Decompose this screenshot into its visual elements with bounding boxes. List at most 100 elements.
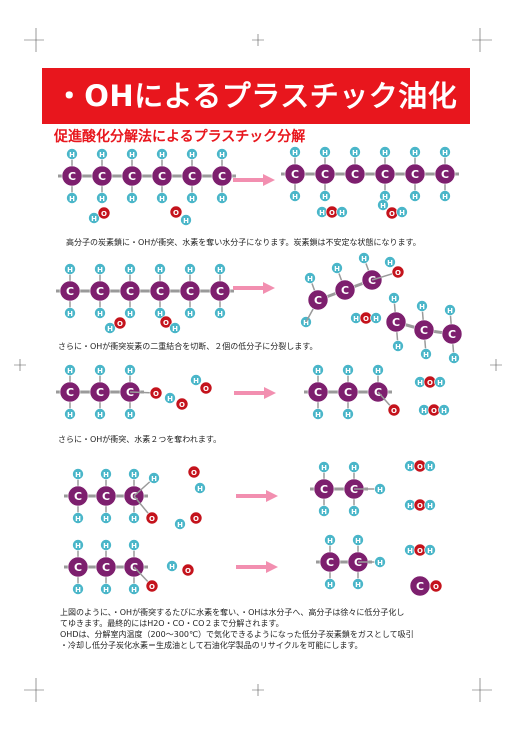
hydrogen-label: H	[75, 515, 81, 523]
hydrogen-atom	[154, 307, 166, 319]
carbon-atom	[67, 556, 89, 578]
summary-line-1: 上図のように、・OHが衝突するたびに水素を奪い、・OHは水分子へ、高分子は徐々に…	[60, 608, 405, 617]
hydrogen-atom	[312, 408, 324, 420]
hydrogen-label: H	[377, 559, 383, 567]
oxygen-atom	[175, 397, 189, 411]
oxygen-label: O	[433, 583, 439, 591]
oxygen-label: O	[117, 320, 123, 328]
hydrogen-atom	[377, 199, 389, 211]
hydrogen-atom	[64, 364, 76, 376]
caption-2: さらに・OHが衝突炭素の二重結合を切断、２個の低分子に分裂します。	[58, 342, 318, 351]
hydrogen-atom	[169, 322, 181, 334]
hydrogen-atom	[319, 146, 331, 158]
crop-mark-icon	[24, 28, 44, 52]
hydrogen-atom	[184, 263, 196, 275]
hydrogen-atom	[392, 340, 404, 352]
hydrogen-atom	[100, 583, 112, 595]
hydrogen-label: H	[407, 502, 413, 510]
carbon-label: C	[448, 328, 456, 341]
hydrogen-atom	[384, 256, 396, 268]
hydrogen-atom	[128, 539, 140, 551]
carbon-label: C	[96, 285, 104, 298]
hydrogen-atom	[128, 468, 140, 480]
hydrogen-label: H	[103, 586, 109, 594]
carbon-atom	[314, 163, 336, 185]
hydrogen-label: H	[447, 307, 453, 315]
hydrogen-atom	[164, 392, 176, 404]
hydrogen-label: H	[412, 193, 418, 201]
hydrogen-label: H	[442, 193, 448, 201]
hydrogen-atom	[124, 364, 136, 376]
carbon-label: C	[392, 316, 400, 329]
carbon-atom	[334, 279, 356, 301]
hydrogen-label: H	[217, 266, 223, 274]
carbon-atom	[284, 163, 306, 185]
hydrogen-atom	[324, 534, 336, 546]
hydrogen-label: H	[391, 295, 397, 303]
oxygen-atom	[159, 315, 173, 329]
hydrogen-atom	[370, 312, 382, 324]
hydrogen-label: H	[421, 407, 427, 415]
carbon-atom	[151, 165, 173, 187]
hydrogen-atom	[94, 364, 106, 376]
hydrogen-atom	[439, 146, 451, 158]
oxygen-label: O	[417, 502, 423, 510]
hydrogen-label: H	[315, 367, 321, 375]
carbon-label: C	[341, 284, 349, 297]
carbon-atom	[121, 165, 143, 187]
hydrogen-atom	[388, 292, 400, 304]
hydrogen-label: H	[437, 379, 443, 387]
hydrogen-atom	[318, 461, 330, 473]
carbon-label: C	[314, 386, 322, 399]
hydrogen-label: H	[189, 151, 195, 159]
hydrogen-label: H	[321, 464, 327, 472]
oxygen-atom	[181, 563, 195, 577]
hydrogen-label: H	[97, 266, 103, 274]
caption-3: さらに・OHが衝突、水素２つを奪われます。	[58, 435, 222, 444]
hydrogen-label: H	[129, 195, 135, 203]
hydrogen-atom	[174, 518, 186, 530]
hydrogen-atom	[289, 146, 301, 158]
caption-1: 高分子の炭素鎖に・OHが衝突、水素を奪い水分子になります。炭素鎖は不安定な状態に…	[66, 238, 421, 247]
hydrogen-label: H	[351, 508, 357, 516]
hydrogen-atom	[342, 364, 354, 376]
hydrogen-atom	[194, 482, 206, 494]
hydrogen-atom	[424, 499, 436, 511]
carbon-atom	[337, 381, 359, 403]
carbon-atom	[89, 381, 111, 403]
hydrogen-label: H	[167, 395, 173, 403]
oxygen-label: O	[191, 469, 197, 477]
hydrogen-atom	[216, 148, 228, 160]
oxygen-atom	[149, 386, 163, 400]
crop-mark-icon	[472, 28, 492, 52]
hydrogen-atom	[348, 461, 360, 473]
title-banner	[42, 68, 470, 124]
carbon-label: C	[96, 386, 104, 399]
hydrogen-atom	[100, 468, 112, 480]
hydrogen-label: H	[417, 379, 423, 387]
oxygen-label: O	[101, 210, 107, 218]
hydrogen-atom	[94, 408, 106, 420]
carbon-label: C	[216, 285, 224, 298]
hydrogen-atom	[186, 148, 198, 160]
carbon-atom	[149, 280, 171, 302]
carbon-label: C	[102, 490, 110, 503]
hydrogen-atom	[72, 583, 84, 595]
carbon-atom	[404, 163, 426, 185]
carbon-label: C	[368, 274, 376, 287]
hydrogen-atom	[396, 206, 408, 218]
hydrogen-label: H	[97, 310, 103, 318]
hydrogen-label: H	[292, 149, 298, 157]
oxygen-atom	[169, 205, 183, 219]
arrow-icon	[233, 174, 275, 186]
hydrogen-label: H	[67, 367, 73, 375]
hydrogen-label: H	[334, 265, 340, 273]
hydrogen-label: H	[97, 367, 103, 375]
hydrogen-label: H	[75, 471, 81, 479]
hydrogen-label: H	[127, 367, 133, 375]
hydrogen-label: H	[419, 303, 425, 311]
hydrogen-atom	[438, 404, 450, 416]
oxygen-label: O	[417, 463, 423, 471]
oxygen-label: O	[395, 269, 401, 277]
carbon-atom	[95, 556, 117, 578]
